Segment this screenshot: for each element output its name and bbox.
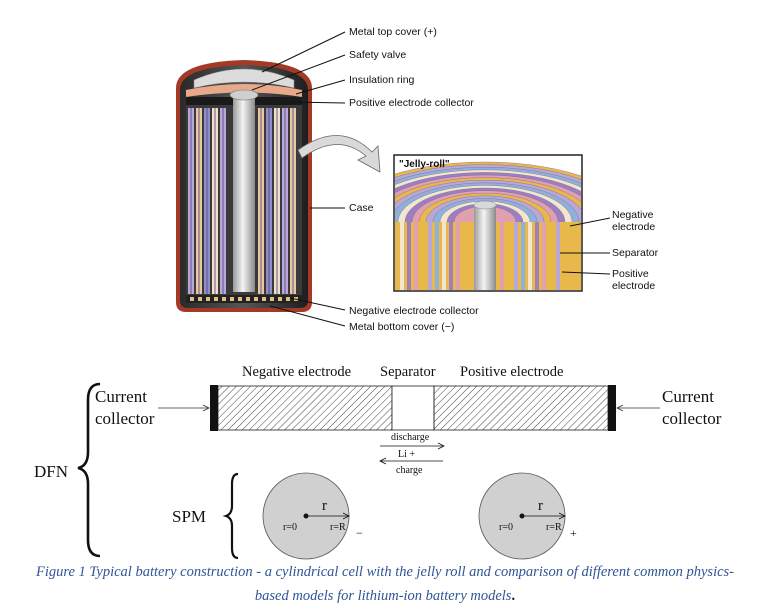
roll-layer	[400, 222, 404, 290]
li-plus-label: Li +	[398, 449, 415, 460]
roll-layer	[507, 222, 511, 290]
negative-particle: r r=0 r=R −	[262, 472, 363, 560]
zoom-arrow-icon	[297, 135, 381, 173]
label-bottom-cover: Metal bottom cover (−)	[349, 321, 454, 333]
roll-layer	[514, 222, 518, 290]
label-negative-electrode-2: electrode	[612, 221, 655, 233]
cylindrical-cell	[176, 60, 312, 312]
pos-rR: r=R	[546, 522, 562, 533]
winding-strip	[188, 108, 194, 294]
label-case: Case	[349, 202, 374, 214]
positive-electrode-label: Positive electrode	[460, 364, 563, 380]
winding-strip	[282, 108, 288, 294]
roll-layer	[456, 222, 460, 290]
roll-layer	[521, 222, 525, 290]
label-separator-jr: Separator	[612, 247, 659, 259]
dfn-brace	[77, 382, 101, 558]
dfn-label: DFN	[34, 462, 68, 481]
roll-layer	[549, 222, 553, 290]
positive-particle: r r=0 r=R +	[478, 472, 577, 560]
winding-strip	[266, 108, 272, 294]
positive-electrode-region	[433, 385, 609, 431]
roll-layer	[528, 222, 532, 290]
roll-layer	[421, 222, 425, 290]
separator-label: Separator	[380, 364, 436, 380]
label-positive-collector: Positive electrode collector	[349, 97, 474, 109]
winding-strip	[204, 108, 210, 294]
winding-strip	[258, 108, 264, 294]
roll-layer	[449, 222, 453, 290]
figure-canvas: Metal top cover (+) Safety valve Insulat…	[34, 26, 722, 560]
figure-caption: Figure 1 Typical battery construction - …	[0, 560, 770, 608]
roll-layer	[442, 222, 446, 290]
label-top-cover: Metal top cover (+)	[349, 26, 437, 38]
charge-label: charge	[396, 465, 423, 476]
right-collector-bar	[608, 385, 616, 431]
pos-sub: +	[570, 526, 577, 540]
roll-layer	[556, 222, 560, 290]
caption-line-1: Figure 1 Typical battery construction - …	[35, 564, 735, 580]
left-collector-bar	[210, 385, 218, 431]
winding-strip	[212, 108, 218, 294]
discharge-label: discharge	[391, 432, 430, 443]
safety-valve-icon	[229, 89, 259, 101]
pos-r0: r=0	[499, 522, 513, 533]
pos-r: r	[538, 498, 543, 514]
winding-strip	[274, 108, 280, 294]
cc-right-1: Current	[662, 387, 714, 406]
cc-left-2: collector	[95, 409, 155, 428]
dfn-diagram: DFN Current collector Current collector …	[34, 364, 722, 560]
cc-right-2: collector	[662, 409, 722, 428]
separator-region	[391, 385, 435, 431]
neg-r0: r=0	[283, 522, 297, 533]
negative-electrode-region	[217, 385, 393, 431]
spm-brace	[222, 472, 239, 560]
roll-layer	[542, 222, 546, 290]
roll-layer	[500, 222, 504, 290]
neg-rR: r=R	[330, 522, 346, 533]
roll-layer	[407, 222, 411, 290]
roll-layer	[414, 222, 418, 290]
winding-strip	[220, 108, 226, 294]
label-safety-valve: Safety valve	[349, 49, 406, 61]
jelly-roll-title: "Jelly-roll"	[399, 159, 450, 170]
label-insulation-ring: Insulation ring	[349, 74, 415, 86]
roll-layer	[463, 222, 467, 290]
cc-left-1: Current	[95, 387, 147, 406]
label-positive-electrode-1: Positive	[612, 268, 649, 280]
neg-sub: −	[356, 526, 363, 540]
caption-line-2: based models for lithium-ion battery mod…	[254, 588, 512, 604]
winding-strip	[290, 108, 296, 294]
roll-layer	[428, 222, 432, 290]
jelly-roll-inset: "Jelly-roll"	[393, 154, 583, 292]
roll-layer	[535, 222, 539, 290]
jelly-leader-lines	[560, 217, 611, 275]
roll-layer	[435, 222, 439, 290]
label-negative-electrode-1: Negative	[612, 209, 654, 221]
cell-leader-lines	[251, 31, 346, 327]
caption-end: .	[511, 588, 516, 604]
spm-label: SPM	[172, 507, 206, 526]
center-core	[233, 96, 255, 292]
winding-strip	[196, 108, 202, 294]
label-negative-collector: Negative electrode collector	[349, 305, 479, 317]
neg-r: r	[322, 498, 327, 514]
negative-electrode-label: Negative electrode	[242, 364, 351, 380]
label-positive-electrode-2: electrode	[612, 280, 655, 292]
